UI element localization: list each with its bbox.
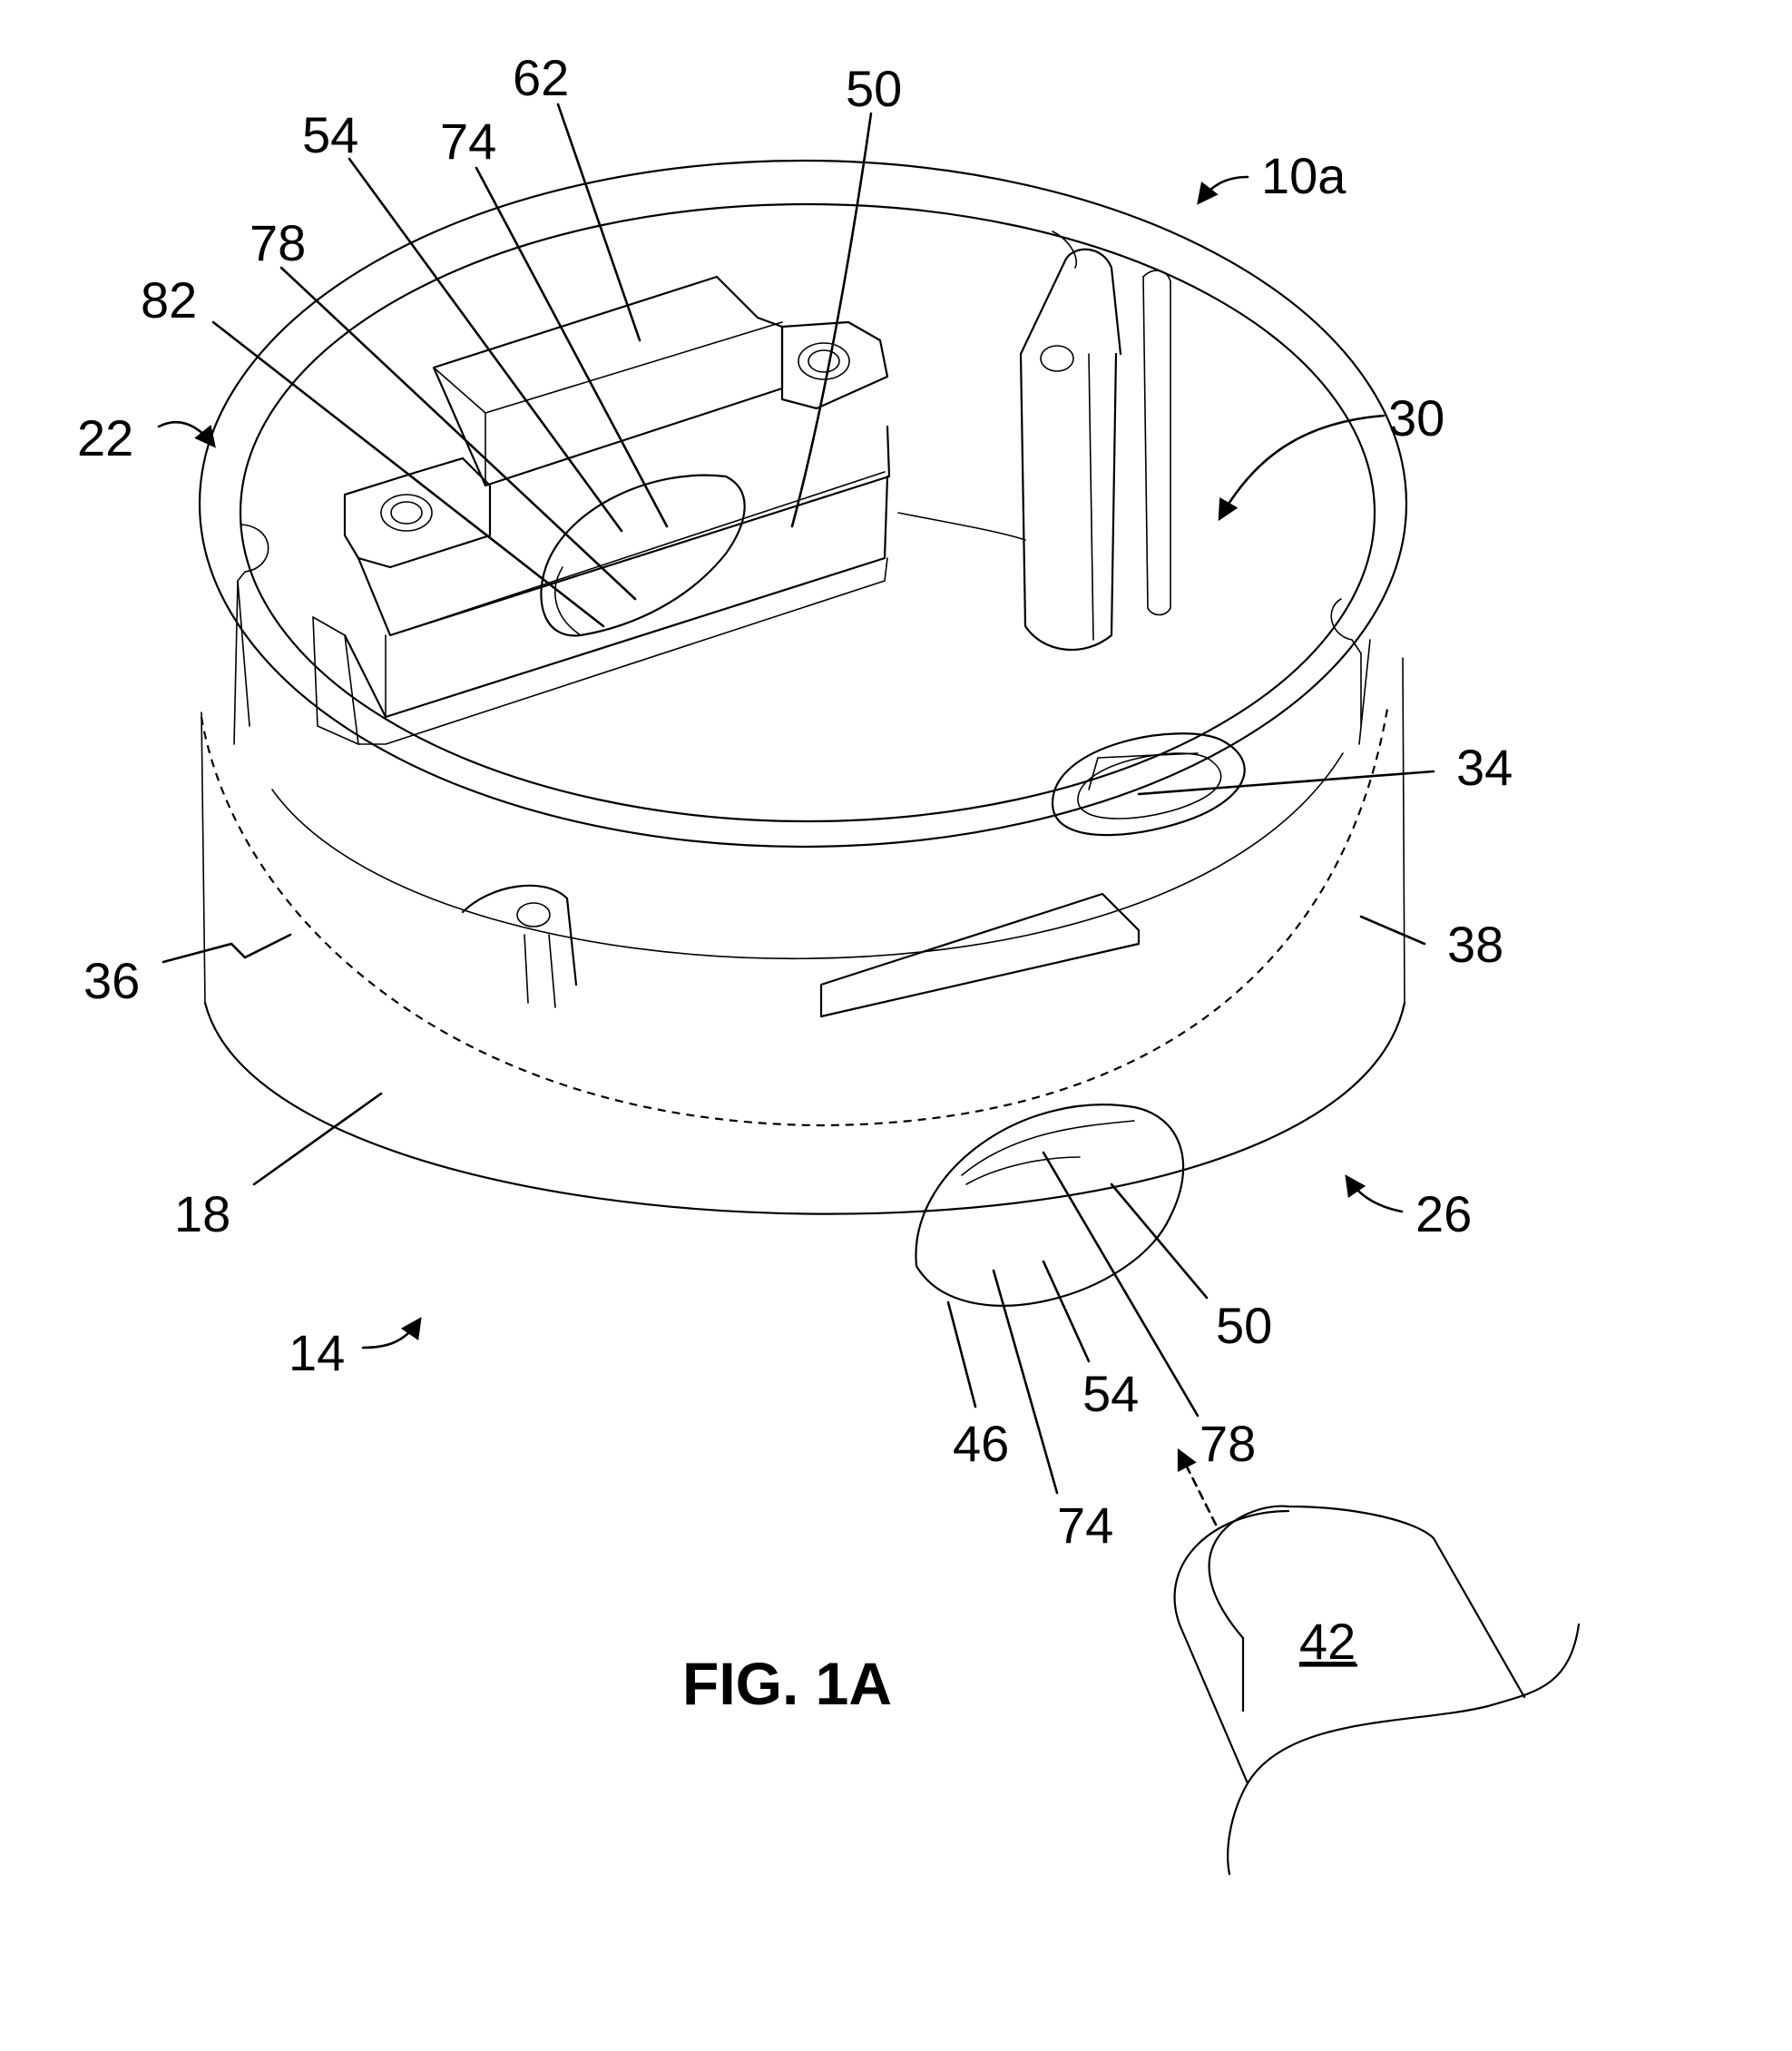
left-side-wall <box>201 712 205 1003</box>
ref-46: 46 <box>953 1415 1009 1472</box>
ref-74-top: 74 <box>440 113 496 170</box>
ref-42: 42 <box>1299 1613 1356 1670</box>
ref-82: 82 <box>141 271 197 329</box>
ref-54-bottom: 54 <box>1082 1365 1139 1422</box>
ref-62: 62 <box>513 49 569 106</box>
ref-14: 14 <box>289 1324 345 1381</box>
ref-10a: 10a <box>1261 147 1346 204</box>
ref-18: 18 <box>174 1185 230 1242</box>
mounting-post <box>1021 250 1170 650</box>
ref-74-bottom: 74 <box>1057 1497 1113 1554</box>
ref-78-top: 78 <box>250 214 306 271</box>
ref-26: 26 <box>1415 1185 1472 1242</box>
ref-78-bottom: 78 <box>1200 1415 1256 1472</box>
cable-clamp-block <box>313 277 889 744</box>
ref-38: 38 <box>1447 916 1503 973</box>
break-line <box>201 703 1388 1125</box>
ref-34: 34 <box>1456 739 1513 796</box>
front-boss <box>463 886 1139 1016</box>
ref-36: 36 <box>83 952 140 1009</box>
inner-floor-edge <box>272 753 1343 958</box>
figure-caption: FIG. 1A <box>682 1650 892 1717</box>
ref-54-top: 54 <box>302 106 358 163</box>
ref-22: 22 <box>77 409 133 466</box>
bottom-edge <box>205 1003 1405 1214</box>
reference-numerals: 62 50 54 74 10a 78 82 22 30 34 36 38 18 … <box>77 49 1513 1670</box>
ref-50-bottom: 50 <box>1216 1297 1272 1354</box>
ref-50-top: 50 <box>846 60 902 117</box>
inner-floor-back <box>898 513 1025 540</box>
junction-box-housing <box>200 161 1406 1214</box>
inner-rim <box>240 204 1375 821</box>
ref-30: 30 <box>1388 389 1444 447</box>
cable <box>1175 1506 1579 1874</box>
right-side-wall <box>1403 658 1405 1003</box>
